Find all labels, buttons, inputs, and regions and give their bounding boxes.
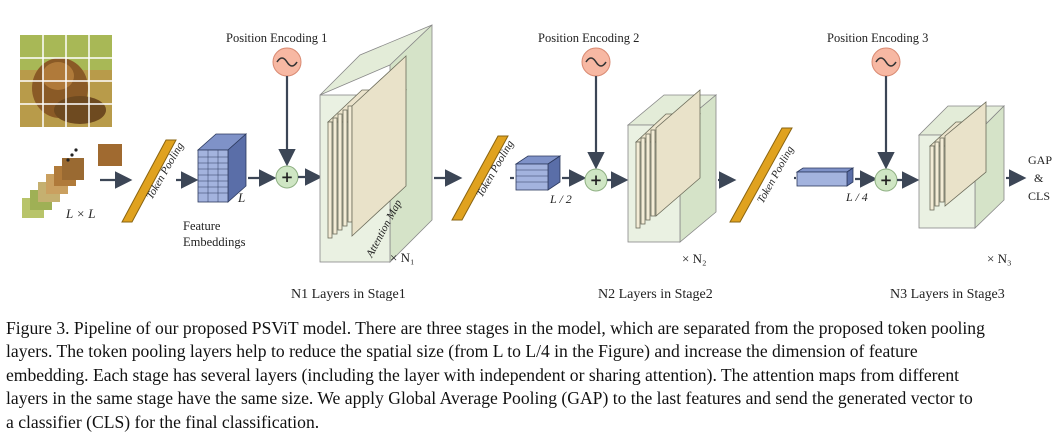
svg-text:+: + [880,171,893,189]
add-op-2-icon: + [584,168,608,192]
caption-line-3: embedding. Each stage has several layers… [6,364,960,385]
input-size-label: L × L [65,206,96,221]
embedding-block-l2 [514,155,562,191]
output-cls-label: CLS [1028,189,1050,203]
caption-line-5: a classifier (CLS) for the final classif… [6,411,320,432]
caption-line-1: Figure 3. Pipeline of our proposed PSViT… [6,318,985,338]
svg-text:+: + [281,168,294,186]
stage3-title: N3 Layers in Stage3 [890,287,1005,302]
token-pooling-2: Token Pooling [451,135,517,221]
stage1-layer-block: Attention Map [319,24,433,263]
position-encoding-3-label: Position Encoding 3 [827,31,928,45]
embedding-block-l4 [795,167,855,187]
output-gap-label: GAP [1028,153,1052,167]
position-encoding-1-label: Position Encoding 1 [226,31,327,45]
caption-line-4: layers in the same stage have the same s… [6,388,973,409]
feature-label-2: Embeddings [183,235,246,249]
sine-encoding-2-icon [581,47,611,77]
stage1-repeat-label: × N₁ [390,250,415,265]
feature-label-1: Feature [183,219,221,233]
add-op-3-icon: + [874,168,898,192]
sine-encoding-3-icon [871,47,901,77]
stage3-layer-block [918,101,1005,229]
stage2-title: N2 Layers in Stage2 [598,287,713,302]
figure-caption: Figure 3. Pipeline of our proposed PSViT… [6,317,1054,434]
input-image-grid [20,35,112,127]
token-pooling-3: Token Pooling [729,127,797,223]
feature-embeddings-block [196,133,248,203]
output-amp-label: & [1034,171,1044,185]
size-L-label: L [237,190,245,205]
caption-line-2: layers. The token pooling layers help to… [6,341,918,362]
position-encoding-2-label: Position Encoding 2 [538,31,639,45]
pipeline-figure: L × L Token Pooling L Feature Embeddings… [20,24,1052,302]
size-L4-label: L / 4 [845,190,868,204]
stage3-repeat-label: × N₃ [987,251,1012,266]
add-op-1-icon: + [275,165,299,189]
stage2-layer-block [626,89,718,243]
size-L2-label: L / 2 [549,192,572,206]
sine-encoding-1-icon [272,47,302,77]
stage2-repeat-label: × N₂ [682,251,707,266]
input-patches [22,144,122,218]
svg-text:+: + [590,171,603,189]
stage1-title: N1 Layers in Stage1 [291,287,406,302]
